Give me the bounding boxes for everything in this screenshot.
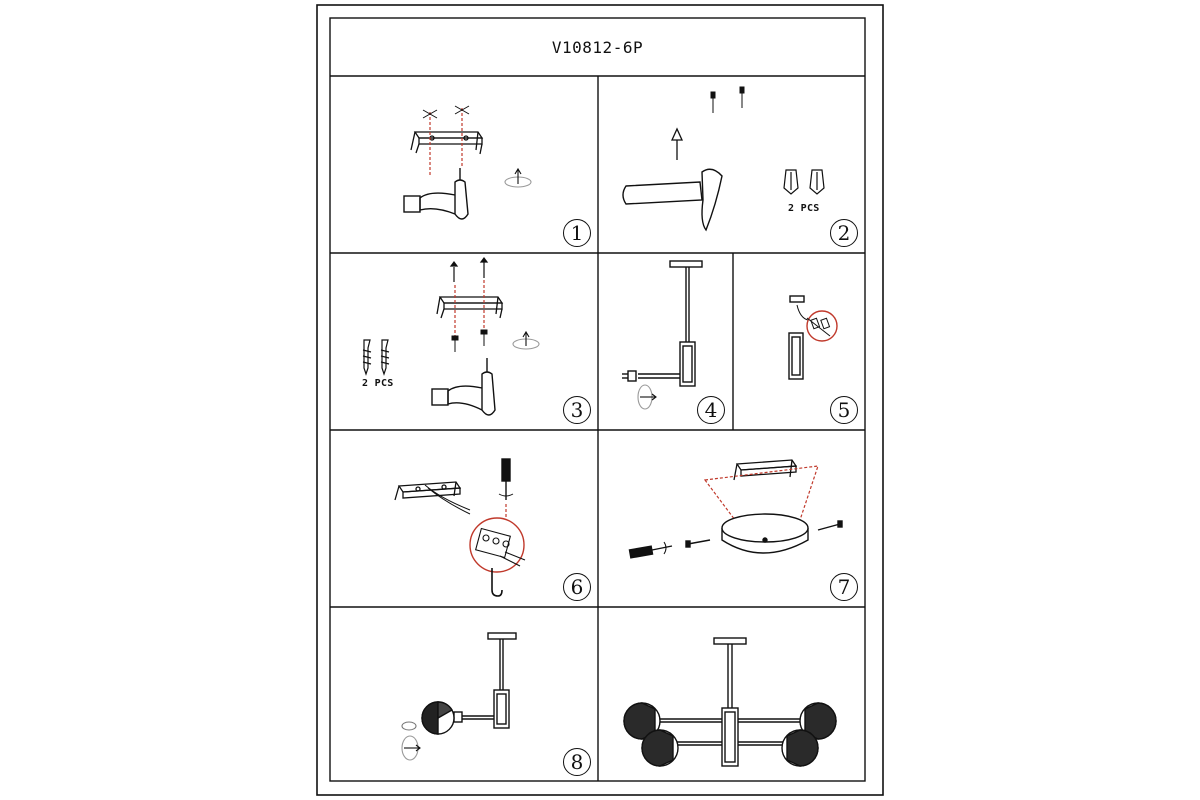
canopy-icon	[487, 632, 517, 640]
globe-shade-icon	[421, 701, 455, 735]
step-5-illustration	[788, 295, 838, 380]
step-6-illustration	[394, 458, 526, 597]
wall-anchor-icon	[783, 169, 825, 195]
chandelier-final-icon	[623, 637, 837, 767]
bulb-icon	[637, 384, 657, 410]
canopy-icon	[789, 295, 805, 303]
step-number-7: 7	[830, 573, 858, 601]
mounting-bracket-icon	[733, 459, 798, 481]
step-8-illustration	[401, 632, 517, 761]
step-number-1: 1	[563, 219, 591, 247]
screw-pair-icon	[362, 339, 390, 376]
step-1-illustration	[403, 105, 532, 220]
arm-icon	[638, 373, 680, 379]
drill-guide-lines	[429, 108, 463, 175]
canopy-icon	[721, 513, 809, 554]
mounting-bracket-icon	[436, 296, 504, 319]
outer-frame	[316, 4, 884, 796]
hammer-icon	[622, 168, 723, 232]
screwdriver-icon	[498, 458, 514, 500]
direction-arrow	[670, 127, 684, 160]
terminal-block-icon	[469, 517, 525, 573]
mounting-bracket-icon	[394, 481, 462, 501]
globe-shade-icon	[799, 702, 837, 740]
canopy-icon	[669, 260, 703, 268]
step-number-3: 3	[563, 396, 591, 424]
step-3-illustration	[362, 257, 540, 416]
page-title: V10812-6P	[551, 38, 644, 57]
screw-icon	[451, 329, 488, 352]
quantity-label: 2 PCS	[362, 378, 394, 389]
wire-connector-icon	[806, 310, 838, 342]
screw-icon	[512, 330, 540, 350]
mounting-bracket-icon	[410, 131, 484, 155]
screw-icon	[685, 520, 843, 548]
step-4-illustration	[622, 260, 703, 410]
bulb-icon	[401, 721, 421, 761]
step-number-8: 8	[563, 748, 591, 776]
hook-icon	[491, 568, 503, 597]
step-number-2: 2	[830, 219, 858, 247]
step-number-5: 5	[830, 396, 858, 424]
quantity-label: 2 PCS	[788, 203, 820, 214]
body-icon	[679, 341, 696, 387]
globe-shade-icon	[781, 729, 819, 767]
drill-icon	[403, 168, 469, 220]
screw-icon	[504, 167, 532, 188]
step-number-6: 6	[563, 573, 591, 601]
screw-icon	[449, 257, 489, 282]
globe-shade-icon	[641, 729, 679, 767]
panel-grid	[330, 75, 865, 781]
globe-shade-icon	[623, 702, 661, 740]
step-7-illustration	[628, 459, 843, 559]
step-number-4: 4	[697, 396, 725, 424]
screw-icon	[710, 86, 745, 113]
plug-icon	[622, 370, 637, 382]
body-icon	[493, 689, 510, 729]
body-icon	[788, 332, 804, 380]
drill-icon	[431, 358, 496, 416]
step-2-illustration	[622, 86, 825, 232]
drill-guide-lines	[454, 280, 485, 338]
screwdriver-icon	[628, 541, 673, 559]
